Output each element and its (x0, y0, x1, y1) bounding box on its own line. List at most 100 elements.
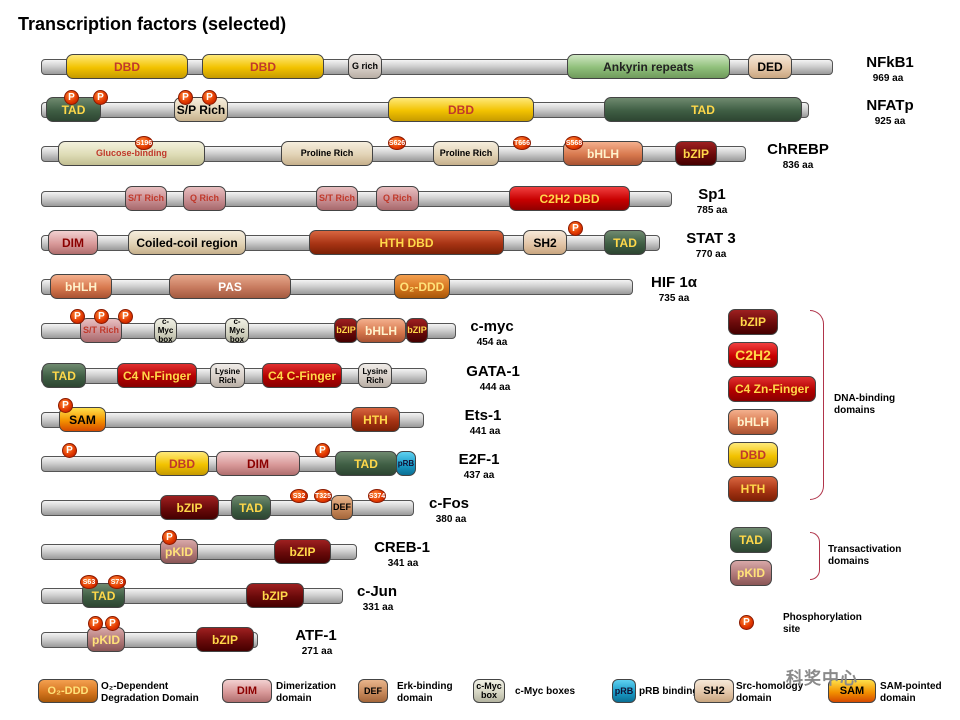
domain-o-ddd: O₂-DDD (394, 274, 450, 299)
phosphorylation-site-icon: P (64, 90, 79, 105)
phosphorylation-site-icon: P (178, 90, 193, 105)
protein-backbone (41, 412, 424, 428)
protein-name: ChREBP (767, 141, 829, 158)
bottom-legend-label: Dimerization domain (276, 681, 337, 704)
protein-length: 735 aa (658, 293, 690, 304)
protein-length: 836 aa (782, 160, 814, 171)
protein-name: Sp1 (698, 186, 726, 203)
domain-bzip: bZIP (406, 318, 428, 343)
domain-proline-rich: Proline Rich (281, 141, 373, 166)
protein-name: GATA-1 (466, 363, 520, 380)
legend-swatch-hth: HTH (728, 476, 778, 502)
domain-pkid: pKID (160, 539, 198, 564)
domain-s-p-rich: S/P Rich (174, 97, 228, 122)
domain-bzip: bZIP (246, 583, 304, 608)
phosphorylation-site-icon: S374 (368, 489, 386, 503)
legend-swatch-c2h2: C2H2 (728, 342, 778, 368)
domain-bzip: bZIP (160, 495, 219, 520)
domain-dim: DIM (216, 451, 300, 476)
bottom-legend-label: SAM-pointed domain (880, 681, 942, 704)
domain-c-myc-box: c-Myc box (225, 318, 249, 343)
protein-name: NFkB1 (866, 54, 914, 71)
bottom-legend-label: Src-homology domain (736, 681, 804, 704)
protein-row-c-jun: TAD bZIP (0, 581, 960, 611)
protein-name: ATF-1 (295, 627, 337, 644)
domain-bzip: bZIP (196, 627, 254, 652)
bottom-legend-label: c-Myc boxes (515, 686, 576, 697)
protein-name: c-Jun (356, 583, 398, 600)
bottom-legend-swatch-dim: DIM (222, 679, 272, 703)
domain-def: DEF (331, 495, 353, 520)
protein-name: NFATp (866, 97, 914, 114)
domain-tad: TAD (231, 495, 271, 520)
bottom-legend-label: pRB binding (639, 686, 699, 697)
phosphorylation-site-icon: P (739, 615, 754, 630)
legend-swatch-c4-zn-finger: C4 Zn-Finger (728, 376, 816, 402)
protein-length: 441 aa (469, 426, 501, 437)
domain-c2h2-dbd: C2H2 DBD (509, 186, 630, 211)
phosphorylation-site-icon: S626 (388, 136, 406, 150)
domain-c4-c-finger: C4 C-Finger (262, 363, 342, 388)
domain-s-t-rich: S/T Rich (125, 186, 167, 211)
bottom-legend-label: O₂-Dependent Degradation Domain (101, 681, 199, 704)
domain-proline-rich: Proline Rich (433, 141, 499, 166)
protein-backbone (41, 279, 633, 295)
domain-q-rich: Q Rich (376, 186, 419, 211)
domain-tad: TAD (335, 451, 397, 476)
domain-tad: TAD (46, 97, 101, 122)
phosphorylation-site-icon: P (105, 616, 120, 631)
bottom-legend-label: Erk-binding domain (397, 681, 453, 704)
domain-tad: TAD (604, 230, 646, 255)
protein-length: 437 aa (463, 470, 495, 481)
protein-name: HIF 1α (651, 274, 697, 291)
domain-dim: DIM (48, 230, 98, 255)
protein-row-c-fos: bZIP TAD DEF (0, 493, 960, 523)
protein-length: 969 aa (872, 73, 904, 84)
protein-backbone (41, 500, 414, 516)
protein-name: CREB-1 (374, 539, 430, 556)
phosphorylation-site-icon: P (202, 90, 217, 105)
domain-c4-n-finger: C4 N-Finger (117, 363, 197, 388)
bottom-legend-swatch-def: DEF (358, 679, 388, 703)
protein-length: 341 aa (387, 558, 419, 569)
phosphorylation-site-icon: P (58, 398, 73, 413)
transactivation-label: Transactivation domains (828, 544, 902, 567)
protein-name: Ets-1 (464, 407, 502, 424)
phosphorylation-site-icon: S32 (290, 489, 308, 503)
legend-swatch-tad: TAD (730, 527, 772, 553)
protein-length: 444 aa (479, 382, 511, 393)
domain-tad: TAD (82, 583, 125, 608)
phosphorylation-site-icon: P (118, 309, 133, 324)
bottom-legend-swatch-sam: SAM (828, 679, 876, 703)
domain-tad: TAD (604, 97, 802, 122)
legend-swatch-bhlh: bHLH (728, 409, 778, 435)
phosphorylation-site-icon: P (162, 530, 177, 545)
domain-tad: TAD (42, 363, 86, 388)
domain-lysine-rich: Lysine Rich (210, 363, 245, 388)
domain-s-t-rich: S/T Rich (80, 318, 122, 343)
domain-bhlh: bHLH (356, 318, 406, 343)
dna-binding-label: DNA-binding domains (834, 393, 896, 416)
legend-swatch-bzip: bZIP (728, 309, 778, 335)
domain-pas: PAS (169, 274, 291, 299)
domain-ded: DED (748, 54, 792, 79)
domain-bhlh: bHLH (50, 274, 112, 299)
domain-bzip: bZIP (675, 141, 717, 166)
protein-length: 271 aa (301, 646, 333, 657)
phosphorylation-site-icon: S63 (80, 575, 98, 589)
phosphorylation-site-icon: S196 (135, 136, 153, 150)
phosphorylation-site-icon: P (315, 443, 330, 458)
figure-title: Transcription factors (selected) (18, 14, 287, 34)
protein-length: 380 aa (435, 514, 467, 525)
phosphorylation-site-icon: P (568, 221, 583, 236)
phosphorylation-site-icon: P (88, 616, 103, 631)
phosphorylation-site-icon: T325 (314, 489, 332, 503)
domain-sh2: SH2 (523, 230, 567, 255)
phosphorylation-site-icon: S568 (565, 136, 583, 150)
